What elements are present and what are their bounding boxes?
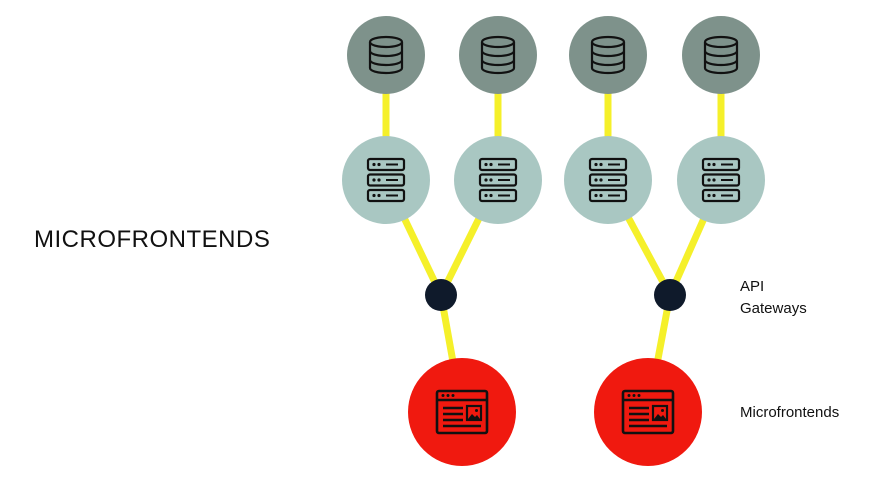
legend-microfrontends: Microfrontends	[740, 402, 839, 424]
service-node	[677, 136, 765, 224]
service-node	[454, 136, 542, 224]
database-node	[347, 16, 425, 94]
connectors	[382, 51, 725, 416]
gateway-node	[654, 279, 686, 311]
legend-gateways-line2: Gateways	[740, 300, 807, 317]
service-node	[342, 136, 430, 224]
database-node	[682, 16, 760, 94]
diagram-title: MICROFRONTENDS	[34, 226, 271, 253]
gateway-node	[425, 279, 457, 311]
legend-api-gateways: API Gateways	[740, 276, 807, 320]
database-node	[459, 16, 537, 94]
database-node	[569, 16, 647, 94]
service-node	[564, 136, 652, 224]
microfrontend-node	[408, 358, 516, 466]
legend-microfrontends-label: Microfrontends	[740, 404, 840, 421]
microfrontend-node	[594, 358, 702, 466]
legend-gateways-line1: API	[740, 278, 765, 295]
